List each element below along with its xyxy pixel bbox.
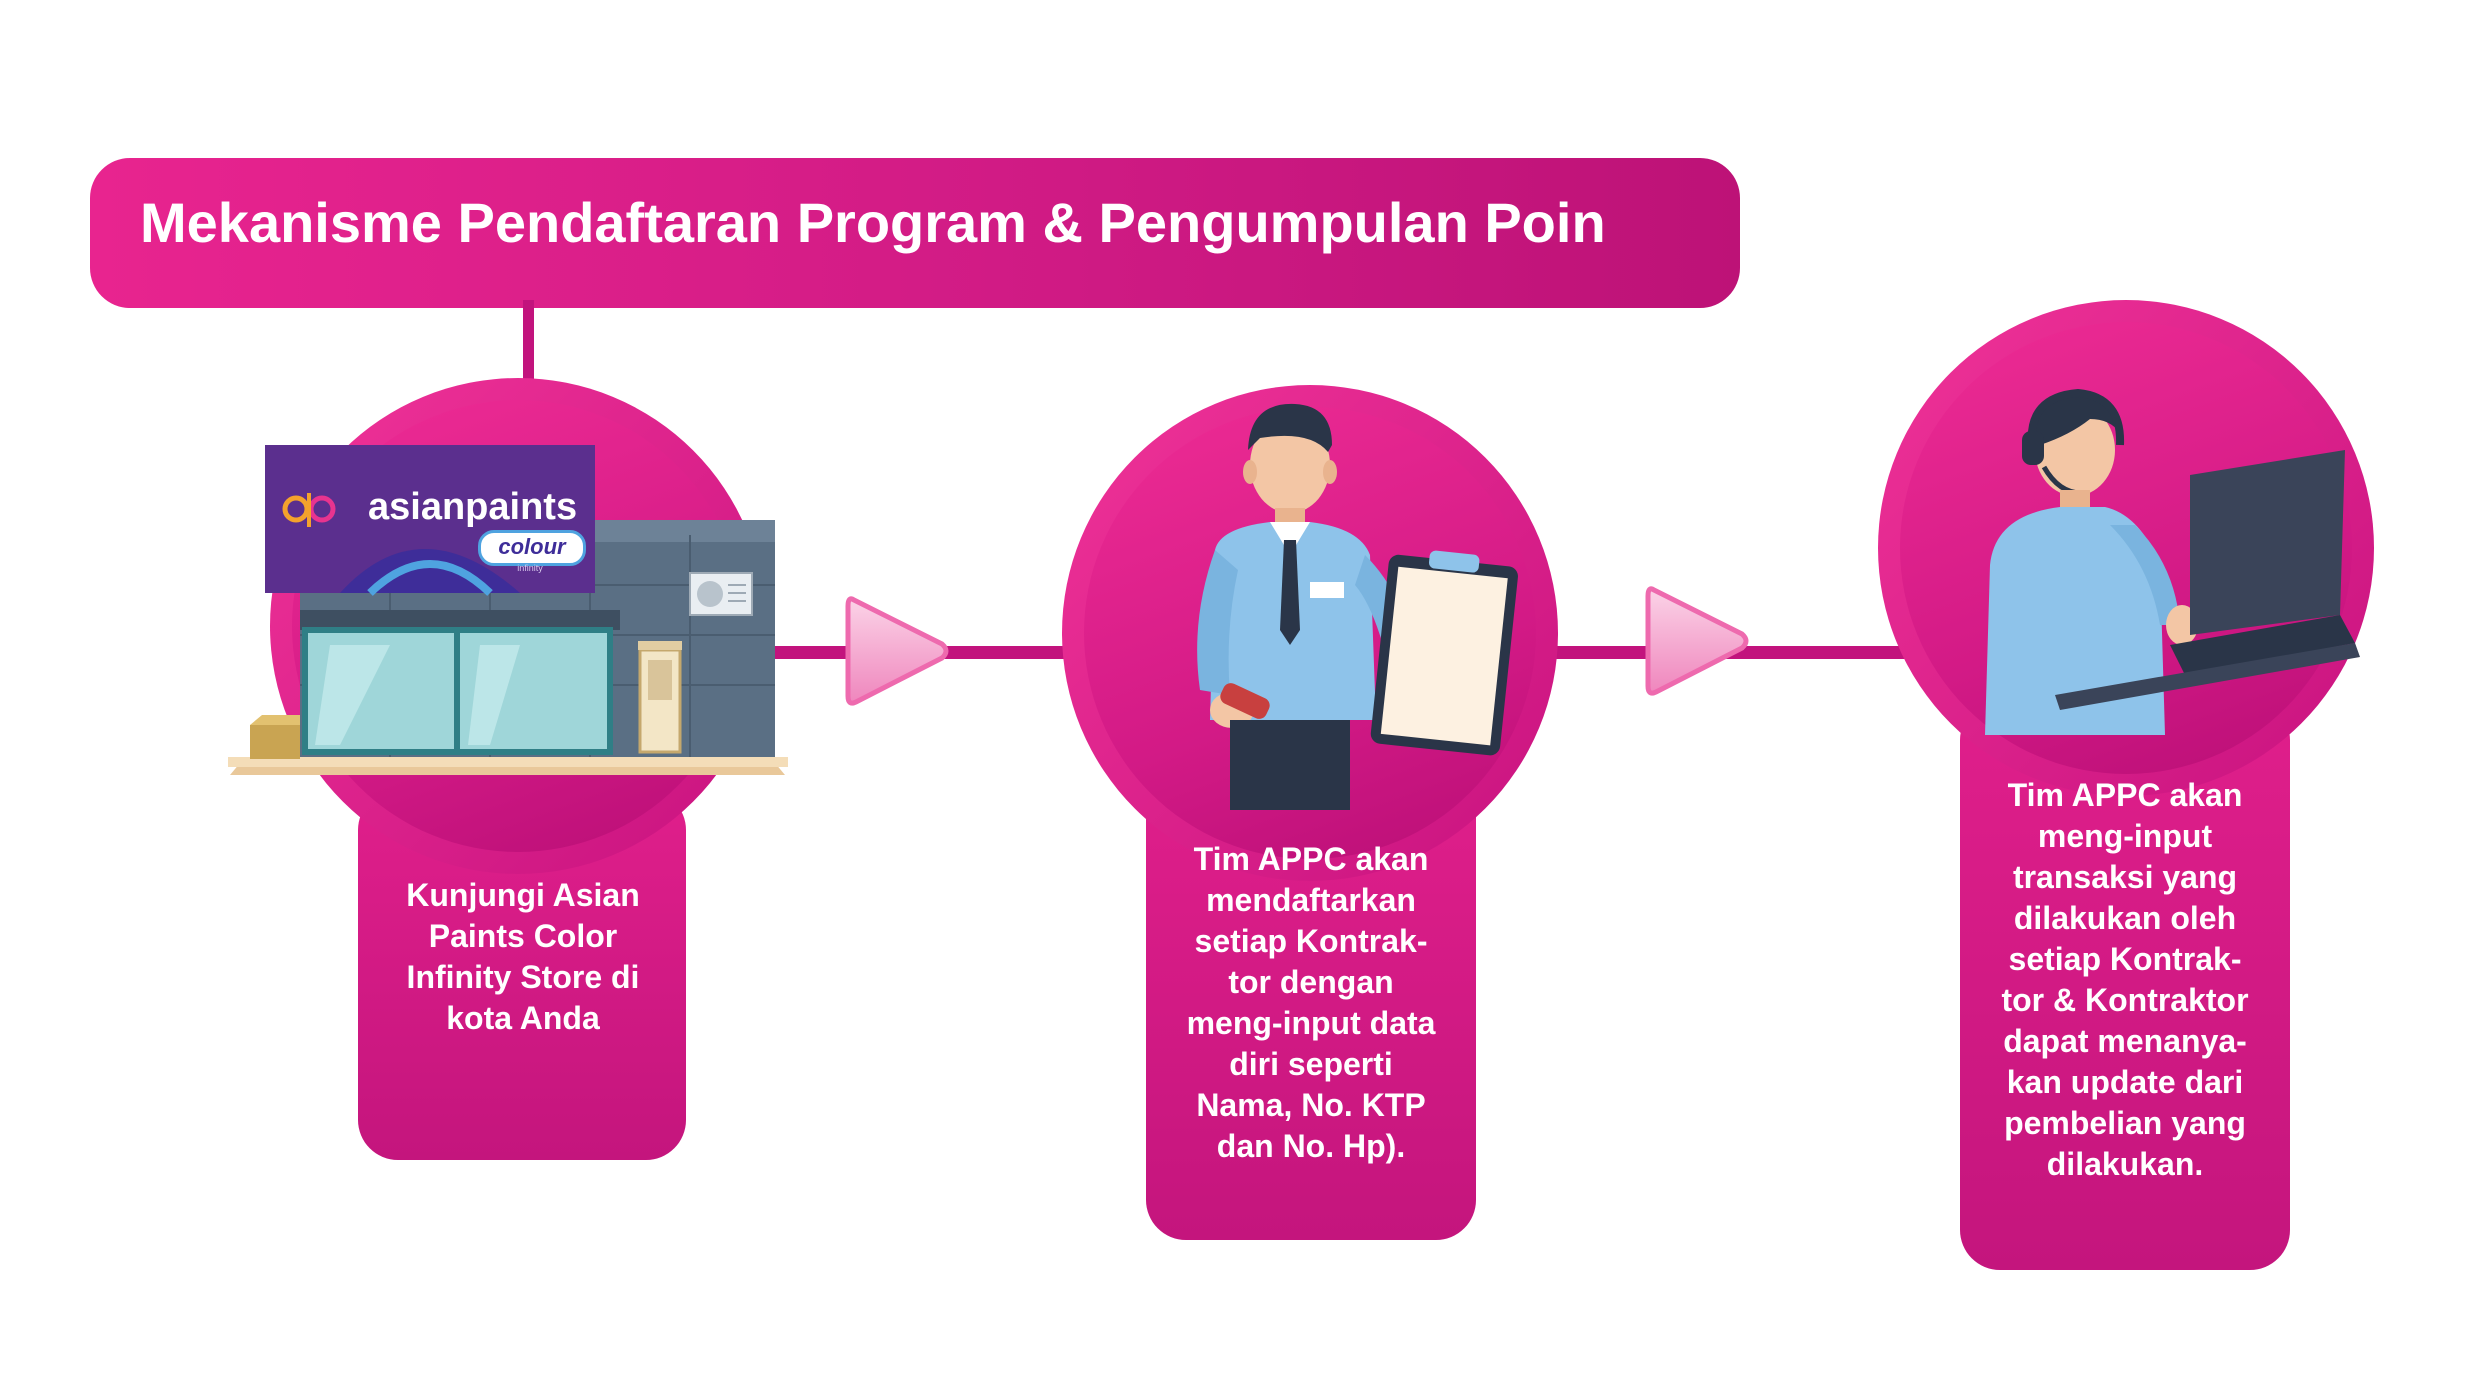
title-connector-line	[523, 300, 534, 390]
store-sign-brand: asianpaints	[368, 486, 578, 528]
step-2-text: Tim APPC akan mendaftarkan setiap Kontra…	[1186, 841, 1436, 1164]
title-banner	[90, 158, 1740, 308]
arrow-right-icon	[845, 596, 949, 706]
page-title: Mekanisme Pendaftaran Program & Pengumpu…	[140, 191, 1606, 254]
staff-clipboard-icon	[1197, 403, 1518, 810]
step-1-text: Kunjungi Asian Paints Color Infinity Sto…	[406, 877, 640, 1036]
step-3-text: Tim APPC akan meng-input transaksi yang …	[2001, 777, 2249, 1182]
store-sign-sub: colour	[478, 530, 586, 566]
operator-laptop-icon	[1985, 388, 2360, 735]
arrow-right-icon	[1645, 586, 1749, 696]
store-sign-sub-small: infinity	[517, 563, 543, 573]
store-icon	[228, 445, 788, 775]
